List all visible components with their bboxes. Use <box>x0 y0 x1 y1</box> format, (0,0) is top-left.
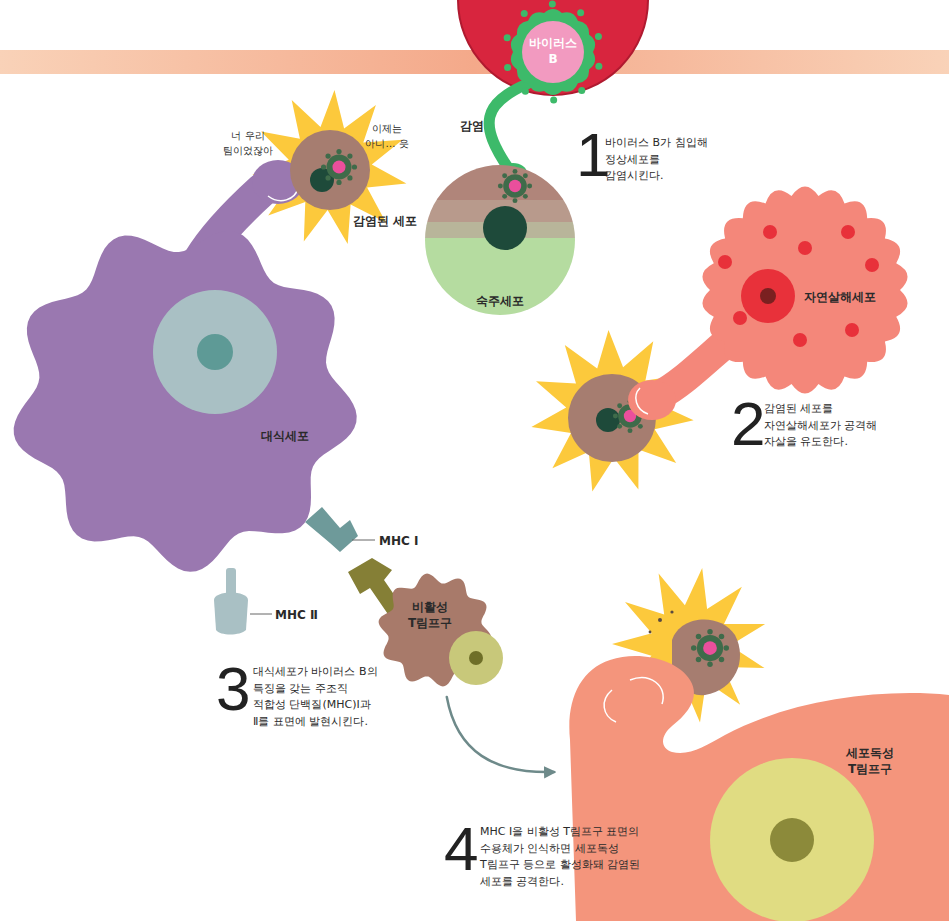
nk-fist <box>628 380 676 420</box>
part-label: MHC Ⅰ <box>379 532 418 550</box>
mhc-two <box>214 568 248 635</box>
step-text: 감염된 세포를 자연살해세포가 공격해 자살을 유도한다. <box>764 401 882 451</box>
connector <box>489 84 528 170</box>
connector <box>447 697 554 772</box>
node-label: 숙주세포 <box>476 294 524 310</box>
node-label: 자연살해세포 <box>804 290 876 306</box>
node-label: 바이러스 B <box>525 36 581 67</box>
starburst <box>531 330 693 492</box>
inactive-t-cell: 비활성 T림프구 <box>376 571 494 689</box>
node-label: 감염된 세포 <box>353 214 417 230</box>
step-text: MHC Ⅰ을 비활성 T림프구 표면의 수용체가 인식하면 세포독성 T림프구 … <box>480 824 655 890</box>
speech-text: 이제는 아니… 읏 <box>358 121 416 151</box>
speech-text: 너 우리 팀이었잖아 <box>212 128 284 158</box>
node-shape <box>425 165 575 315</box>
cytotoxic-t-cell: 세포독성 T림프구 <box>560 640 949 921</box>
host-cell: 숙주세포 <box>425 165 575 315</box>
macrophage: 대식세포 <box>8 212 360 584</box>
mhc-one <box>305 507 358 552</box>
callout-number: 3 <box>216 658 250 720</box>
node-shape <box>8 212 360 584</box>
entry-zone <box>458 0 648 95</box>
step-text: 바이러스 B가 침입해 정상세포를 감염시킨다. <box>605 135 717 185</box>
nk-arm <box>660 335 735 395</box>
edge-label: 감염 <box>460 118 484 135</box>
leader-line <box>352 540 375 541</box>
node-shape <box>560 640 949 921</box>
node-label: 비활성 T림프구 <box>399 600 461 631</box>
step-text: 대식세포가 바이러스 B의 특징을 갖는 주조직 적합성 단백질(MHC)Ⅰ과 … <box>253 664 381 730</box>
node-label: 세포독성 T림프구 <box>830 746 910 777</box>
callout-number: 2 <box>731 393 765 455</box>
leader-line <box>250 614 272 615</box>
nk-cell: 자연살해세포 <box>690 175 925 410</box>
callout-number: 4 <box>444 818 478 880</box>
virus-circle: 바이러스 B <box>508 7 598 97</box>
part-label: MHC Ⅱ <box>275 606 318 624</box>
node-label: 대식세포 <box>261 429 309 445</box>
